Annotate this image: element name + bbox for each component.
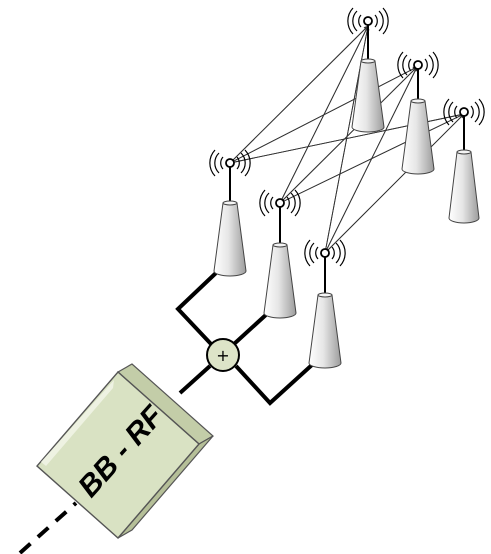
radio-waves-icon bbox=[347, 7, 389, 35]
feed-line-antenna-1 bbox=[175, 270, 219, 346]
combiner-node: + bbox=[206, 338, 240, 372]
radio-waves-icon bbox=[443, 98, 485, 126]
radio-tower-icon bbox=[259, 189, 301, 319]
input-feed-line bbox=[18, 501, 78, 554]
bb-rf-box: BB - RF bbox=[36, 363, 215, 539]
radio-tower-icon bbox=[209, 149, 251, 277]
feed-line-antenna-3 bbox=[234, 362, 315, 406]
mimo-links bbox=[229, 25, 465, 254]
radio-waves-icon bbox=[304, 239, 346, 267]
radio-tower-icon bbox=[397, 51, 439, 175]
radio-waves-icon bbox=[259, 189, 301, 217]
box-to-combiner-line bbox=[178, 364, 212, 395]
combiner-symbol: + bbox=[216, 346, 229, 365]
radio-tower-icon bbox=[304, 239, 346, 369]
feed-line-antenna-2 bbox=[232, 311, 270, 346]
radio-tower-icon bbox=[443, 98, 485, 224]
radio-waves-icon bbox=[209, 149, 251, 177]
radio-tower-icon bbox=[347, 7, 389, 133]
radio-waves-icon bbox=[397, 51, 439, 79]
